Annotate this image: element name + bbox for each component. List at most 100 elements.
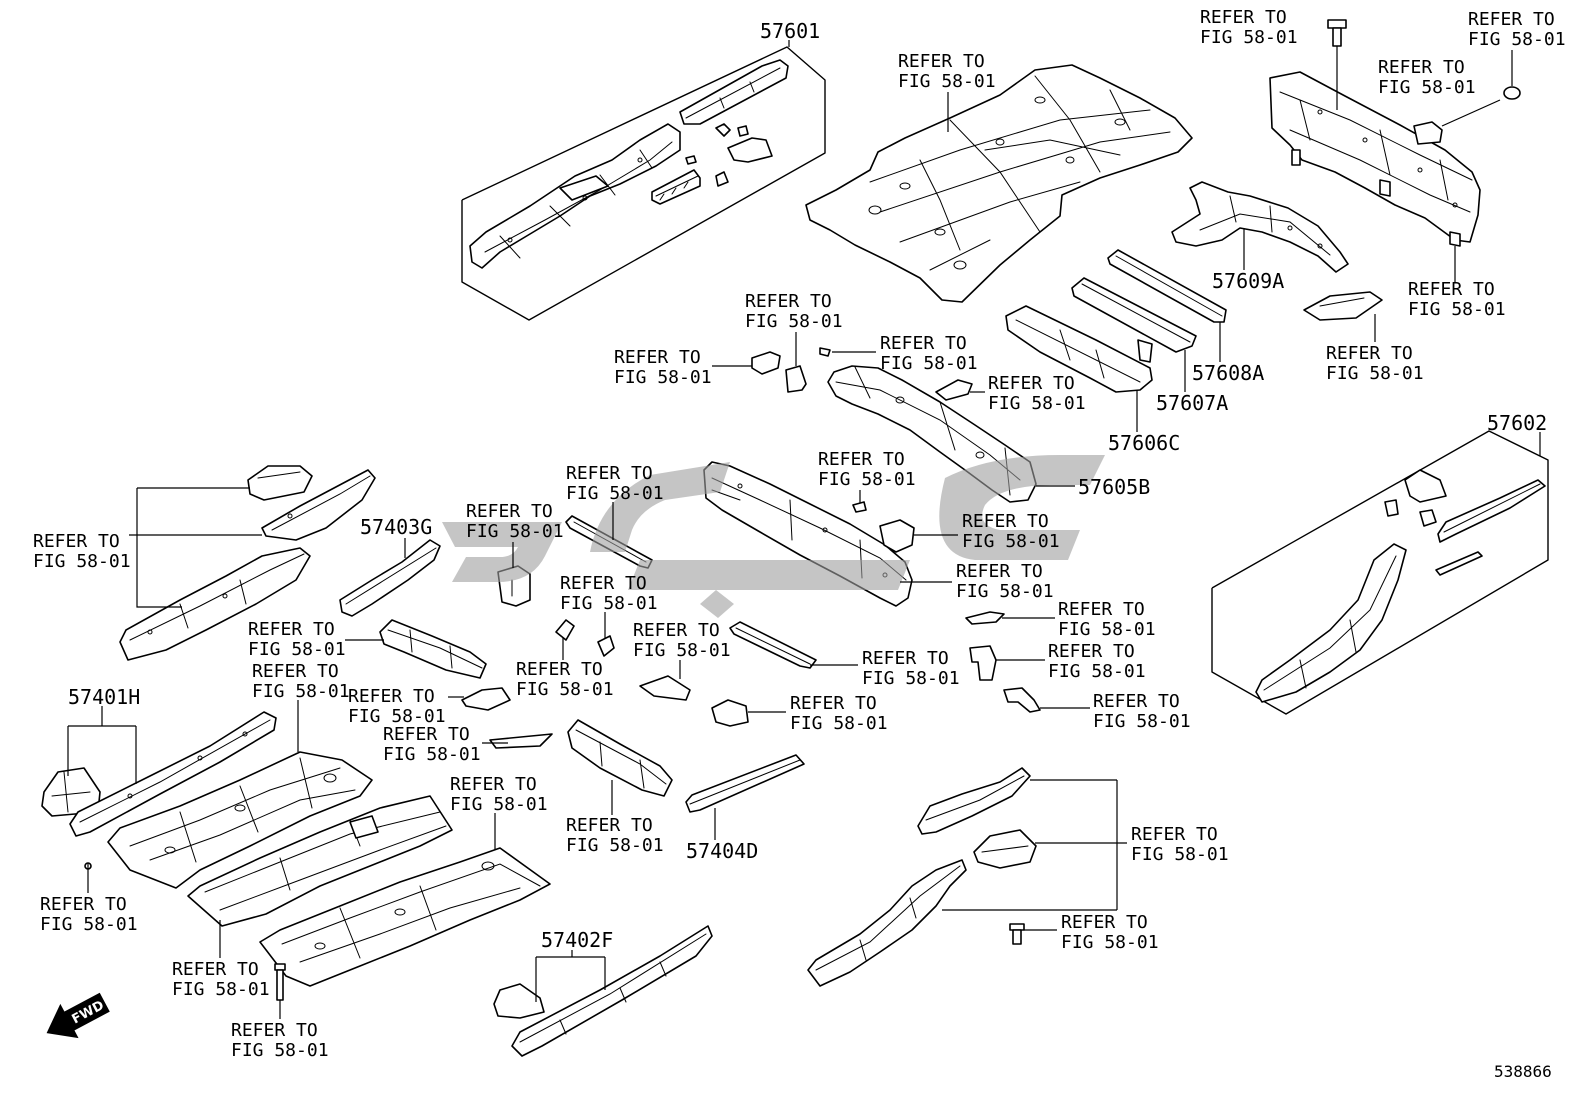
part-callout-6[interactable]: 57606C (1108, 390, 1180, 455)
rear-floor-pan-shape (995, 138, 1005, 146)
small-brackets-center-shape (935, 379, 973, 401)
crossmember-57607A-shape (1081, 283, 1191, 343)
part-number[interactable]: 57602 (1487, 411, 1547, 435)
refer-figure: FIG 58-01 (962, 531, 1060, 552)
small-brackets-center-shape (819, 347, 831, 357)
front-side-member-right-shape (1255, 543, 1407, 703)
watermark-logo-shape (700, 590, 734, 618)
refer-label: REFER TO (566, 463, 653, 484)
center-crossmember-shape (737, 483, 743, 489)
rear-body-panel-shape (1317, 109, 1323, 115)
floor-side-sill-shape (197, 755, 203, 761)
part-number[interactable]: 57606C (1108, 431, 1180, 455)
part-number[interactable]: 57402F (541, 928, 613, 952)
part-callout-2[interactable]: 57602 (1487, 411, 1547, 456)
front-floor-pan-left-shape (164, 846, 176, 854)
part-callout-3[interactable]: 57609A (1212, 228, 1284, 293)
part-callout-4[interactable]: 57608A (1192, 322, 1264, 385)
rear-side-member-bracket-shape (981, 845, 1029, 853)
refer-label: REFER TO (33, 531, 120, 552)
upper-side-rail-right-shape (1443, 483, 1541, 533)
center-floor-crossmember (379, 619, 487, 679)
floor-side-sill-shape (242, 731, 248, 737)
part-callout-1[interactable]: 57601 (760, 19, 820, 47)
front-floor-pan-center (187, 795, 453, 927)
member-bracket-set-a-shape (727, 137, 773, 163)
part-callout-10[interactable]: 57404D (686, 808, 758, 863)
left-reinforcement-set-shape (247, 465, 313, 501)
part-callout-11[interactable]: 57402F (535, 928, 613, 1002)
part-number[interactable]: 57403G (360, 515, 432, 539)
refer-label: REFER TO (1131, 824, 1218, 845)
refer-figure: FIG 58-01 (614, 367, 712, 388)
rear-side-member-upper-shape (925, 775, 1025, 821)
part-number[interactable]: 57404D (686, 839, 758, 863)
watermark-logo-shape (628, 560, 910, 590)
member-bracket-set-a-shape (715, 123, 731, 137)
front-side-member-left-shape (582, 195, 588, 201)
upper-side-rail-right-shape (1437, 479, 1546, 543)
leader-line (1441, 99, 1501, 127)
refer-figure: FIG 58-01 (988, 393, 1086, 414)
brace-57404D-shape (685, 754, 805, 813)
refer-figure: FIG 58-01 (33, 551, 131, 572)
member-bracket-set-a-shape (737, 125, 749, 137)
part-callout-7[interactable]: 57605B (1036, 475, 1150, 499)
part-callout-5[interactable]: 57607A (1156, 350, 1228, 415)
refer-label: REFER TO (560, 573, 647, 594)
floor-side-sill (69, 711, 277, 837)
part-number[interactable]: 57401H (68, 685, 140, 709)
part-number[interactable]: 57605B (1078, 475, 1150, 499)
line-art: FWD (41, 19, 1549, 1057)
part-number[interactable]: 57601 (760, 19, 820, 43)
left-reinforcement-set-shape (287, 513, 293, 519)
part-number[interactable]: 57608A (1192, 361, 1264, 385)
refer-figure: FIG 58-01 (172, 979, 270, 1000)
part-number[interactable]: 57607A (1156, 391, 1228, 415)
part-callout-8[interactable]: 57403G (360, 515, 432, 558)
left-reinforcement-set-shape (147, 629, 153, 635)
center-floor-crossmember-shape (379, 619, 487, 679)
front-side-member-right-shape (1263, 555, 1397, 691)
part-number[interactable]: 57609A (1212, 269, 1284, 293)
part-callout-9[interactable]: 57401H (67, 685, 140, 784)
refer-label: REFER TO (248, 619, 335, 640)
floor-side-sill-shape (79, 719, 271, 823)
